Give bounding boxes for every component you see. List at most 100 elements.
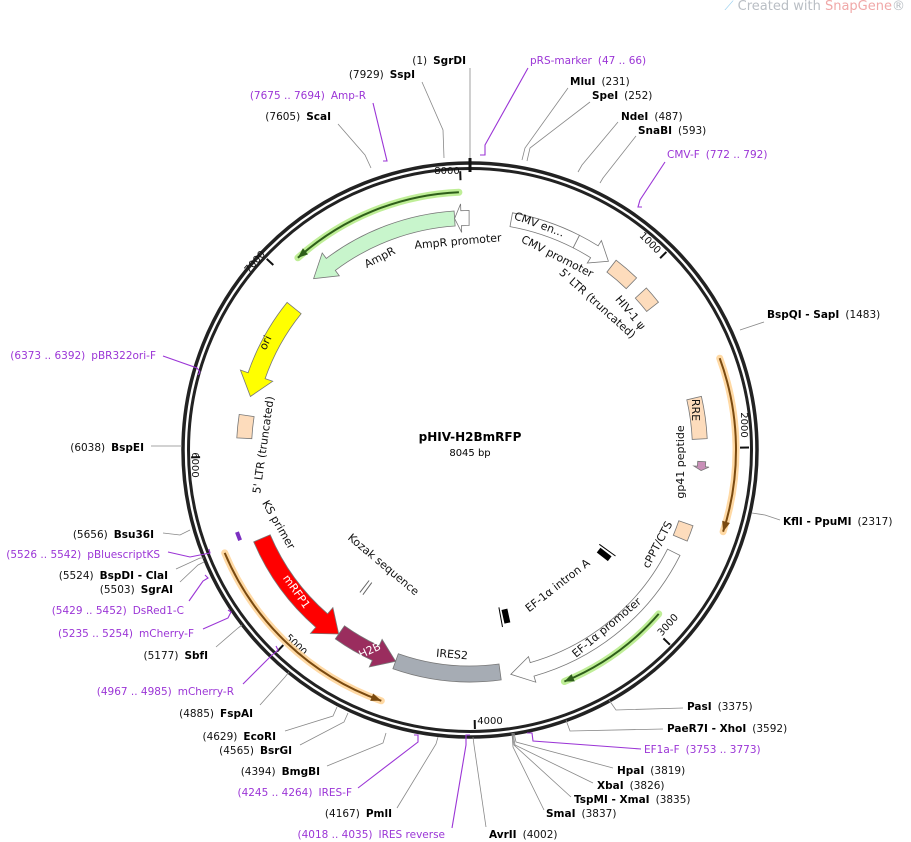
plasmid-length: 8045 bp (449, 448, 490, 459)
primer-position: (6373 .. 6392) (10, 350, 85, 362)
site-name: MluI (570, 76, 595, 88)
ef1a-intron-mark-2 (501, 608, 511, 624)
site-name: XbaI (597, 780, 624, 792)
site-label-smai: SmaI(3837) (546, 808, 616, 820)
site-position: (1483) (845, 309, 880, 321)
feature-cmv-prom (572, 234, 609, 264)
site-label-sgrdi: (1) SgrDI (412, 55, 466, 67)
primer-position: (7675 .. 7694) (250, 90, 325, 102)
site-label-paer7i-xhoi: PaeR7I - XhoI(3592) (667, 723, 787, 735)
primer-position: (4245 .. 4264) (237, 787, 312, 799)
primer-label-pbluescriptks: (5526 .. 5542)pBluescriptKS (6, 549, 160, 561)
site-leader-line-bsu36i (162, 529, 191, 536)
site-leader-line-tspmi-xmai (511, 732, 572, 798)
site-label-snabi: SnaBI(593) (638, 125, 706, 137)
orf-ef1a-line (564, 613, 660, 683)
feature-label-rre: RRE (689, 399, 702, 421)
site-position: (3826) (630, 780, 665, 792)
primer-position: (5235 .. 5254) (58, 628, 133, 640)
primer-leader-line-mcherry-r (242, 645, 279, 685)
site-position: (7605) (265, 111, 300, 123)
primer-label-ef1a-f: EF1a-F(3753 .. 3773) (644, 744, 761, 756)
primer-leader-line-pbr322ori-f (162, 355, 201, 376)
site-name: NdeI (621, 111, 648, 123)
primer-name: CMV-F (667, 149, 700, 161)
primer-leader-line-pbluescriptks (167, 548, 211, 558)
site-position: (252) (624, 90, 652, 102)
primer-position: (4018 .. 4035) (298, 829, 373, 841)
feature-label-ef1a-promoter: EF-1α promoter (570, 595, 645, 661)
site-position: (3819) (650, 765, 685, 777)
tick-label-6000: 6000 (189, 452, 200, 477)
feature-ori (239, 301, 302, 398)
feature-h2b (334, 625, 397, 668)
site-position: (4002) (523, 829, 558, 841)
site-position: (1) (412, 55, 427, 67)
site-name: SgrDI (433, 55, 466, 67)
site-label-pasi: PasI(3375) (687, 701, 753, 713)
site-position: (5524) (59, 570, 94, 582)
site-leader-line-bspdi-clai (175, 557, 204, 570)
site-name: AvrII (489, 829, 517, 841)
site-leader-line-paer7i-xhoi (565, 719, 664, 732)
site-name: HpaI (617, 765, 644, 777)
site-leader-line-bmgbi (326, 732, 387, 767)
site-position: (3592) (752, 723, 787, 735)
site-leader-line-ecori (284, 706, 338, 732)
site-leader-line-bspqi-sapi (739, 321, 765, 331)
feature-psi (634, 287, 660, 313)
ks-primer-mark (235, 531, 242, 541)
site-position: (6038) (70, 442, 105, 454)
site-leader-line-sbfi (215, 624, 243, 648)
primer-name: pRS-marker (530, 55, 593, 67)
tick-mark-3000 (662, 637, 671, 646)
site-leader-line-pasi (608, 699, 684, 711)
primer-label-ires-f: (4245 .. 4264)IRES-F (237, 787, 352, 799)
site-name: KflI - PpuMI (783, 516, 852, 528)
site-name: EcoRI (243, 731, 276, 743)
primer-leader-line-cmv-f (637, 161, 666, 208)
primer-label-mcherry-r: (4967 .. 4985)mCherry-R (97, 686, 234, 698)
site-position: (487) (654, 111, 682, 123)
site-label-bspdi-clai: (5524)BspDI - ClaI (59, 570, 168, 582)
site-leader-line-sspi (421, 81, 445, 159)
site-position: (5656) (73, 529, 108, 541)
site-position: (5503) (100, 584, 135, 596)
site-position: (4167) (325, 808, 360, 820)
site-position: (3837) (582, 808, 617, 820)
site-leader-line-ndei (577, 121, 619, 173)
orf-mrfp-line (223, 552, 382, 702)
tick-mark-1000 (659, 251, 668, 259)
site-name: FspAI (220, 708, 253, 720)
primer-name: IRES reverse (379, 829, 446, 841)
site-name: BspEI (111, 442, 144, 454)
feature-label-gp41: gp41 peptide (674, 425, 687, 499)
site-label-xbai: XbaI (3826) (597, 780, 665, 792)
site-position: (4565) (219, 745, 254, 757)
primer-label-cmv-f: CMV-F(772 .. 792) (667, 149, 767, 161)
site-position: (5177) (144, 650, 179, 662)
tick-label-7000: 7000 (243, 249, 268, 275)
orf-rre-line (718, 357, 737, 533)
primer-name: DsRed1-C (133, 605, 184, 617)
site-leader-line-hpai (513, 732, 614, 769)
site-label-tspmi-xmai: TspMI - XmaI(3835) (574, 794, 691, 806)
snapgene-logo-icon: ⟋ (724, 0, 738, 14)
site-position: (231) (601, 76, 629, 88)
primer-leader-line-dsred1-c (188, 574, 209, 602)
orf-ef1a-arrowhead-icon (564, 674, 575, 682)
site-name: SpeI (592, 90, 618, 102)
site-name: SgrAI (141, 584, 173, 596)
feature-label-ires2: IRES2 (436, 647, 469, 663)
orf-ampr-line (297, 191, 459, 259)
site-leader-line-spei (526, 101, 591, 162)
feature-label-ori: ori (257, 334, 275, 352)
orf-mrfp-arrowhead-icon (370, 693, 382, 701)
feature-gp41 (692, 460, 710, 472)
site-label-bmgbi: (4394)BmgBI (241, 766, 320, 778)
site-label-mlui: MluI (231) (570, 76, 630, 88)
site-position: (4394) (241, 766, 276, 778)
primer-position: (5429 .. 5452) (52, 605, 127, 617)
primer-leader-line-amp-r (372, 102, 388, 162)
